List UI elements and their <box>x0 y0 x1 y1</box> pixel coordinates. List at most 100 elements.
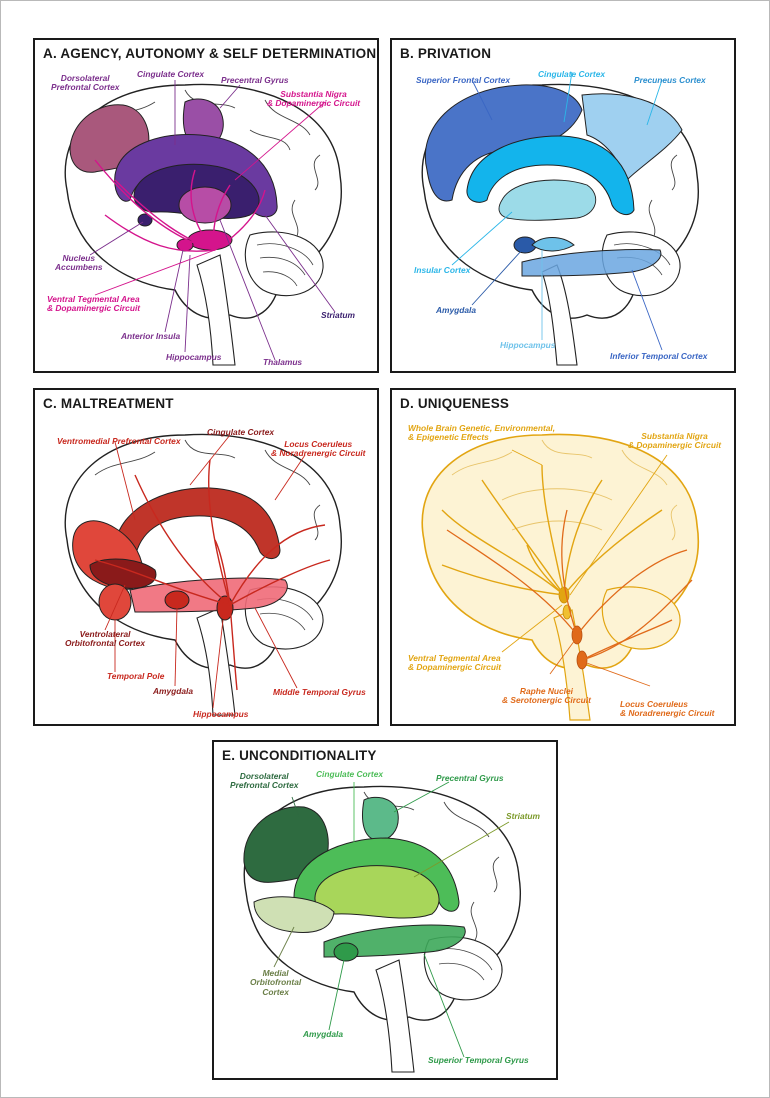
cerebellum <box>423 936 503 1001</box>
label-line: Substantia Nigra <box>280 89 347 99</box>
label-line: Prefrontal Cortex <box>230 780 299 791</box>
region-vlofc <box>89 558 157 589</box>
label-line: & Serotonergic Circuit <box>502 695 591 706</box>
label-precuneus: Precuneus Cortex <box>634 75 706 85</box>
label-middle-temporal: Middle Temporal Gyrus <box>273 687 366 697</box>
label-temporal-pole: Temporal Pole <box>107 671 165 681</box>
label-inferior-temporal: Inferior Temporal Cortex <box>610 351 708 361</box>
brain-diagram-privation <box>421 71 699 366</box>
label-line: Locus Coeruleus <box>284 439 353 449</box>
label-line: Medial <box>262 968 289 978</box>
serotonergic-arrows <box>446 509 693 661</box>
label-hippocampus: Hippocampus <box>193 709 249 719</box>
label-line: Ventral Tegmental Area <box>47 294 140 304</box>
panel-agency: A. AGENCY, AUTONOMY & SELF DETERMINATION <box>33 38 379 373</box>
label-line: & Dopaminergic Circuit <box>408 662 502 673</box>
label-locus: Locus Coeruleus& Noradrenergic Circuit <box>271 439 366 459</box>
region-thalamus <box>178 186 232 224</box>
brainstem <box>196 607 236 716</box>
label-line: & Dopaminergic Circuit <box>628 440 722 451</box>
panel-maltreatment: C. MALTREATMENT <box>33 388 379 726</box>
region-superior-temporal <box>323 924 466 958</box>
region-amygdala <box>164 590 190 610</box>
label-line: Whole Brain Genetic, Environmental, <box>408 423 556 433</box>
label-striatum: Striatum <box>506 811 540 821</box>
brain-diagram-maltreatment <box>64 433 342 716</box>
label-line: & Dopaminergic Circuit <box>47 303 141 314</box>
region-precentral <box>362 796 399 841</box>
region-precuneus <box>581 93 683 181</box>
cerebellum <box>244 231 324 297</box>
dopaminergic-arrows <box>94 159 266 252</box>
brainstem <box>196 254 236 366</box>
label-vmpfc: Ventromedial Prefrontal Cortex <box>57 436 181 446</box>
label-superior-frontal: Superior Frontal Cortex <box>416 75 510 85</box>
region-mofc <box>253 896 335 933</box>
brain-diagram-uniqueness <box>421 433 699 721</box>
label-line: Dorsolateral <box>60 73 110 83</box>
region-inferior-temporal <box>521 249 662 277</box>
label-line: Orbitofrontal <box>250 977 302 988</box>
region-insular <box>498 179 597 221</box>
label-vta: Ventral Tegmental Area& Dopaminergic Cir… <box>408 653 502 673</box>
label-precentral: Precentral Gyrus <box>436 773 504 783</box>
label-cingulate: Cingulate Cortex <box>137 69 205 79</box>
label-line: Orbitofrontal Cortex <box>65 638 146 649</box>
label-line: & Noradrenergic Circuit <box>271 448 366 459</box>
label-vta: Ventral Tegmental Area& Dopaminergic Cir… <box>47 294 141 314</box>
region-superior-frontal <box>424 84 583 202</box>
cerebellum <box>601 586 681 650</box>
panel-title: B. PRIVATION <box>400 46 492 61</box>
label-line: Nucleus <box>62 253 96 263</box>
label-thalamus: Thalamus <box>263 357 303 367</box>
label-insular: Insular Cortex <box>414 265 471 275</box>
label-hippocampus: Hippocampus <box>166 352 222 362</box>
label-superior-temporal: Superior Temporal Gyrus <box>428 1055 529 1065</box>
label-insula: Anterior Insula <box>121 331 181 341</box>
label-substantia: Substantia Nigra& Dopaminergic Circuit <box>267 89 361 109</box>
label-line: Ventral Tegmental Area <box>408 653 501 663</box>
dopaminergic-arrows <box>441 464 663 596</box>
label-locus: Locus Coeruleus& Noradrenergic Circuit <box>620 699 714 719</box>
label-line: Ventrolateral <box>79 629 131 639</box>
label-line: Dorsolateral <box>239 771 289 781</box>
region-cingulate <box>466 135 635 216</box>
label-raphe: Raphe Nuclei& Serotonergic Circuit <box>502 686 591 706</box>
label-hippocampus: Hippocampus <box>500 340 556 350</box>
label-line: Accumbens <box>55 262 103 273</box>
region-amygdala <box>333 942 359 962</box>
label-line: & Dopaminergic Circuit <box>267 98 361 109</box>
panel-privation: B. PRIVATION Superior Frontal Cortex <box>390 38 736 373</box>
region-hippocampus <box>531 237 575 252</box>
label-whole-brain: Whole Brain Genetic, Environmental,& Epi… <box>408 423 556 443</box>
label-line: & Epigenetic Effects <box>408 432 489 443</box>
panel-uniqueness: D. UNIQUENESS <box>390 388 736 726</box>
label-amygdala: Amygdala <box>436 305 477 315</box>
label-striatum: Striatum <box>321 310 355 320</box>
label-cingulate: Cingulate Cortex <box>207 427 275 437</box>
panel-title: A. AGENCY, AUTONOMY & SELF DETERMINATION <box>43 46 377 61</box>
brain-diagram-unconditionality <box>243 781 521 1073</box>
label-line: Substantia Nigra <box>641 431 708 441</box>
brain-diagram-agency <box>64 80 342 366</box>
label-line: Cortex <box>262 986 289 997</box>
label-cingulate: Cingulate Cortex <box>316 769 384 779</box>
label-line: Prefrontal Cortex <box>51 82 120 93</box>
label-line: Raphe Nuclei <box>519 686 573 696</box>
brainstem <box>375 959 415 1073</box>
region-temporal-pole <box>98 583 132 621</box>
panel-title: C. MALTREATMENT <box>43 396 174 411</box>
label-line: Locus Coeruleus <box>620 699 688 709</box>
panel-title: E. UNCONDITIONALITY <box>222 748 377 763</box>
label-amygdala: Amygdala <box>303 1029 344 1039</box>
label-substantia: Substantia Nigra& Dopaminergic Circuit <box>628 431 722 451</box>
label-cingulate: Cingulate Cortex <box>538 69 606 79</box>
noradrenergic-arrows <box>94 459 331 691</box>
panel-title: D. UNIQUENESS <box>400 396 510 411</box>
label-precentral: Precentral Gyrus <box>221 75 289 85</box>
brainstem <box>541 264 578 366</box>
